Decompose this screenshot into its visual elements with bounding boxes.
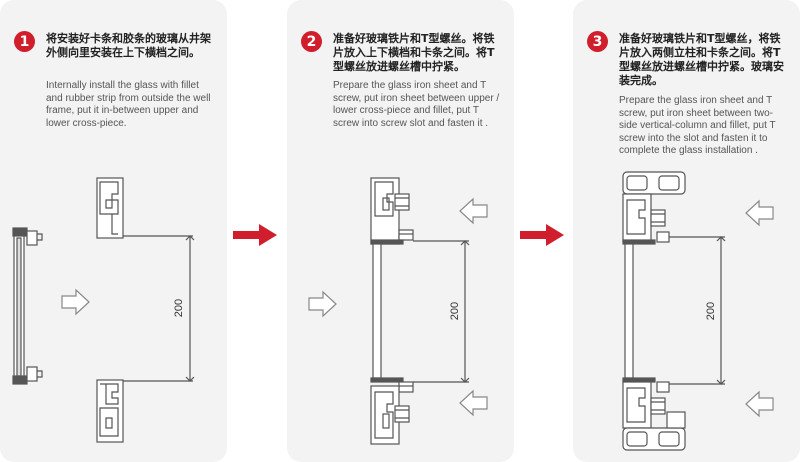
upper-frame-drawing [622,171,686,245]
step-title-zh: 准备好玻璃铁片和T型螺丝，将铁片放入两侧立柱和卡条之间。将T型螺丝放进螺丝槽中拧… [619,32,784,87]
dimension-line [669,236,726,385]
step-1-drawing: 200 [12,177,195,443]
dimension-label: 200 [173,299,185,317]
step-3-drawing: 200 [622,171,774,451]
next-step-arrow-icon [233,224,277,246]
step-description-en: Prepare the glass iron sheet and T screw… [619,95,776,156]
step-panel-3: 3 准备好玻璃铁片和T型螺丝，将铁片放入两侧立柱和卡条之间。将T型螺丝放进螺丝槽… [573,0,800,462]
push-arrow-icon [459,197,488,225]
push-arrow-icon [61,288,90,316]
step-number-badge: 1 [14,31,35,52]
lower-frame-drawing [622,377,686,451]
dimension-label: 200 [449,302,461,320]
glass-panel-drawing [12,227,43,385]
step-title-zh: 准备好玻璃铁片和T型螺丝。将铁片放入上下横档和卡条之间。将T型螺丝放进螺丝槽中拧… [333,32,495,73]
lower-assembly-drawing [370,377,414,445]
step-number-badge: 3 [587,31,608,52]
lower-cross-piece-drawing [96,379,124,443]
step-number-badge: 2 [301,31,322,52]
push-arrow-icon [745,199,774,227]
push-arrow-icon [459,389,488,417]
step-description-en: Internally install the glass with fillet… [46,80,211,129]
glass-panel-drawing [372,243,382,379]
next-step-arrow-icon [520,224,564,246]
glass-panel-drawing [624,243,634,379]
upper-assembly-drawing [370,177,414,245]
step-2-drawing: 200 [308,177,488,445]
dimension-label: 200 [705,302,717,320]
dimension-line [413,240,470,383]
push-arrow-icon [745,390,774,418]
step-title-zh: 将安装好卡条和胶条的玻璃从井架外侧向里安装在上下横档之间。 [46,32,211,59]
upper-cross-piece-drawing [96,177,124,239]
step-panel-1: 1 将安装好卡条和胶条的玻璃从井架外侧向里安装在上下横档之间。 Internal… [0,0,227,462]
step-panel-2: 2 准备好玻璃铁片和T型螺丝。将铁片放入上下横档和卡条之间。将T型螺丝放进螺丝槽… [287,0,514,462]
step-description-en: Prepare the glass iron sheet and T screw… [333,80,500,129]
push-arrow-icon [308,290,337,318]
dimension-line [123,235,195,382]
